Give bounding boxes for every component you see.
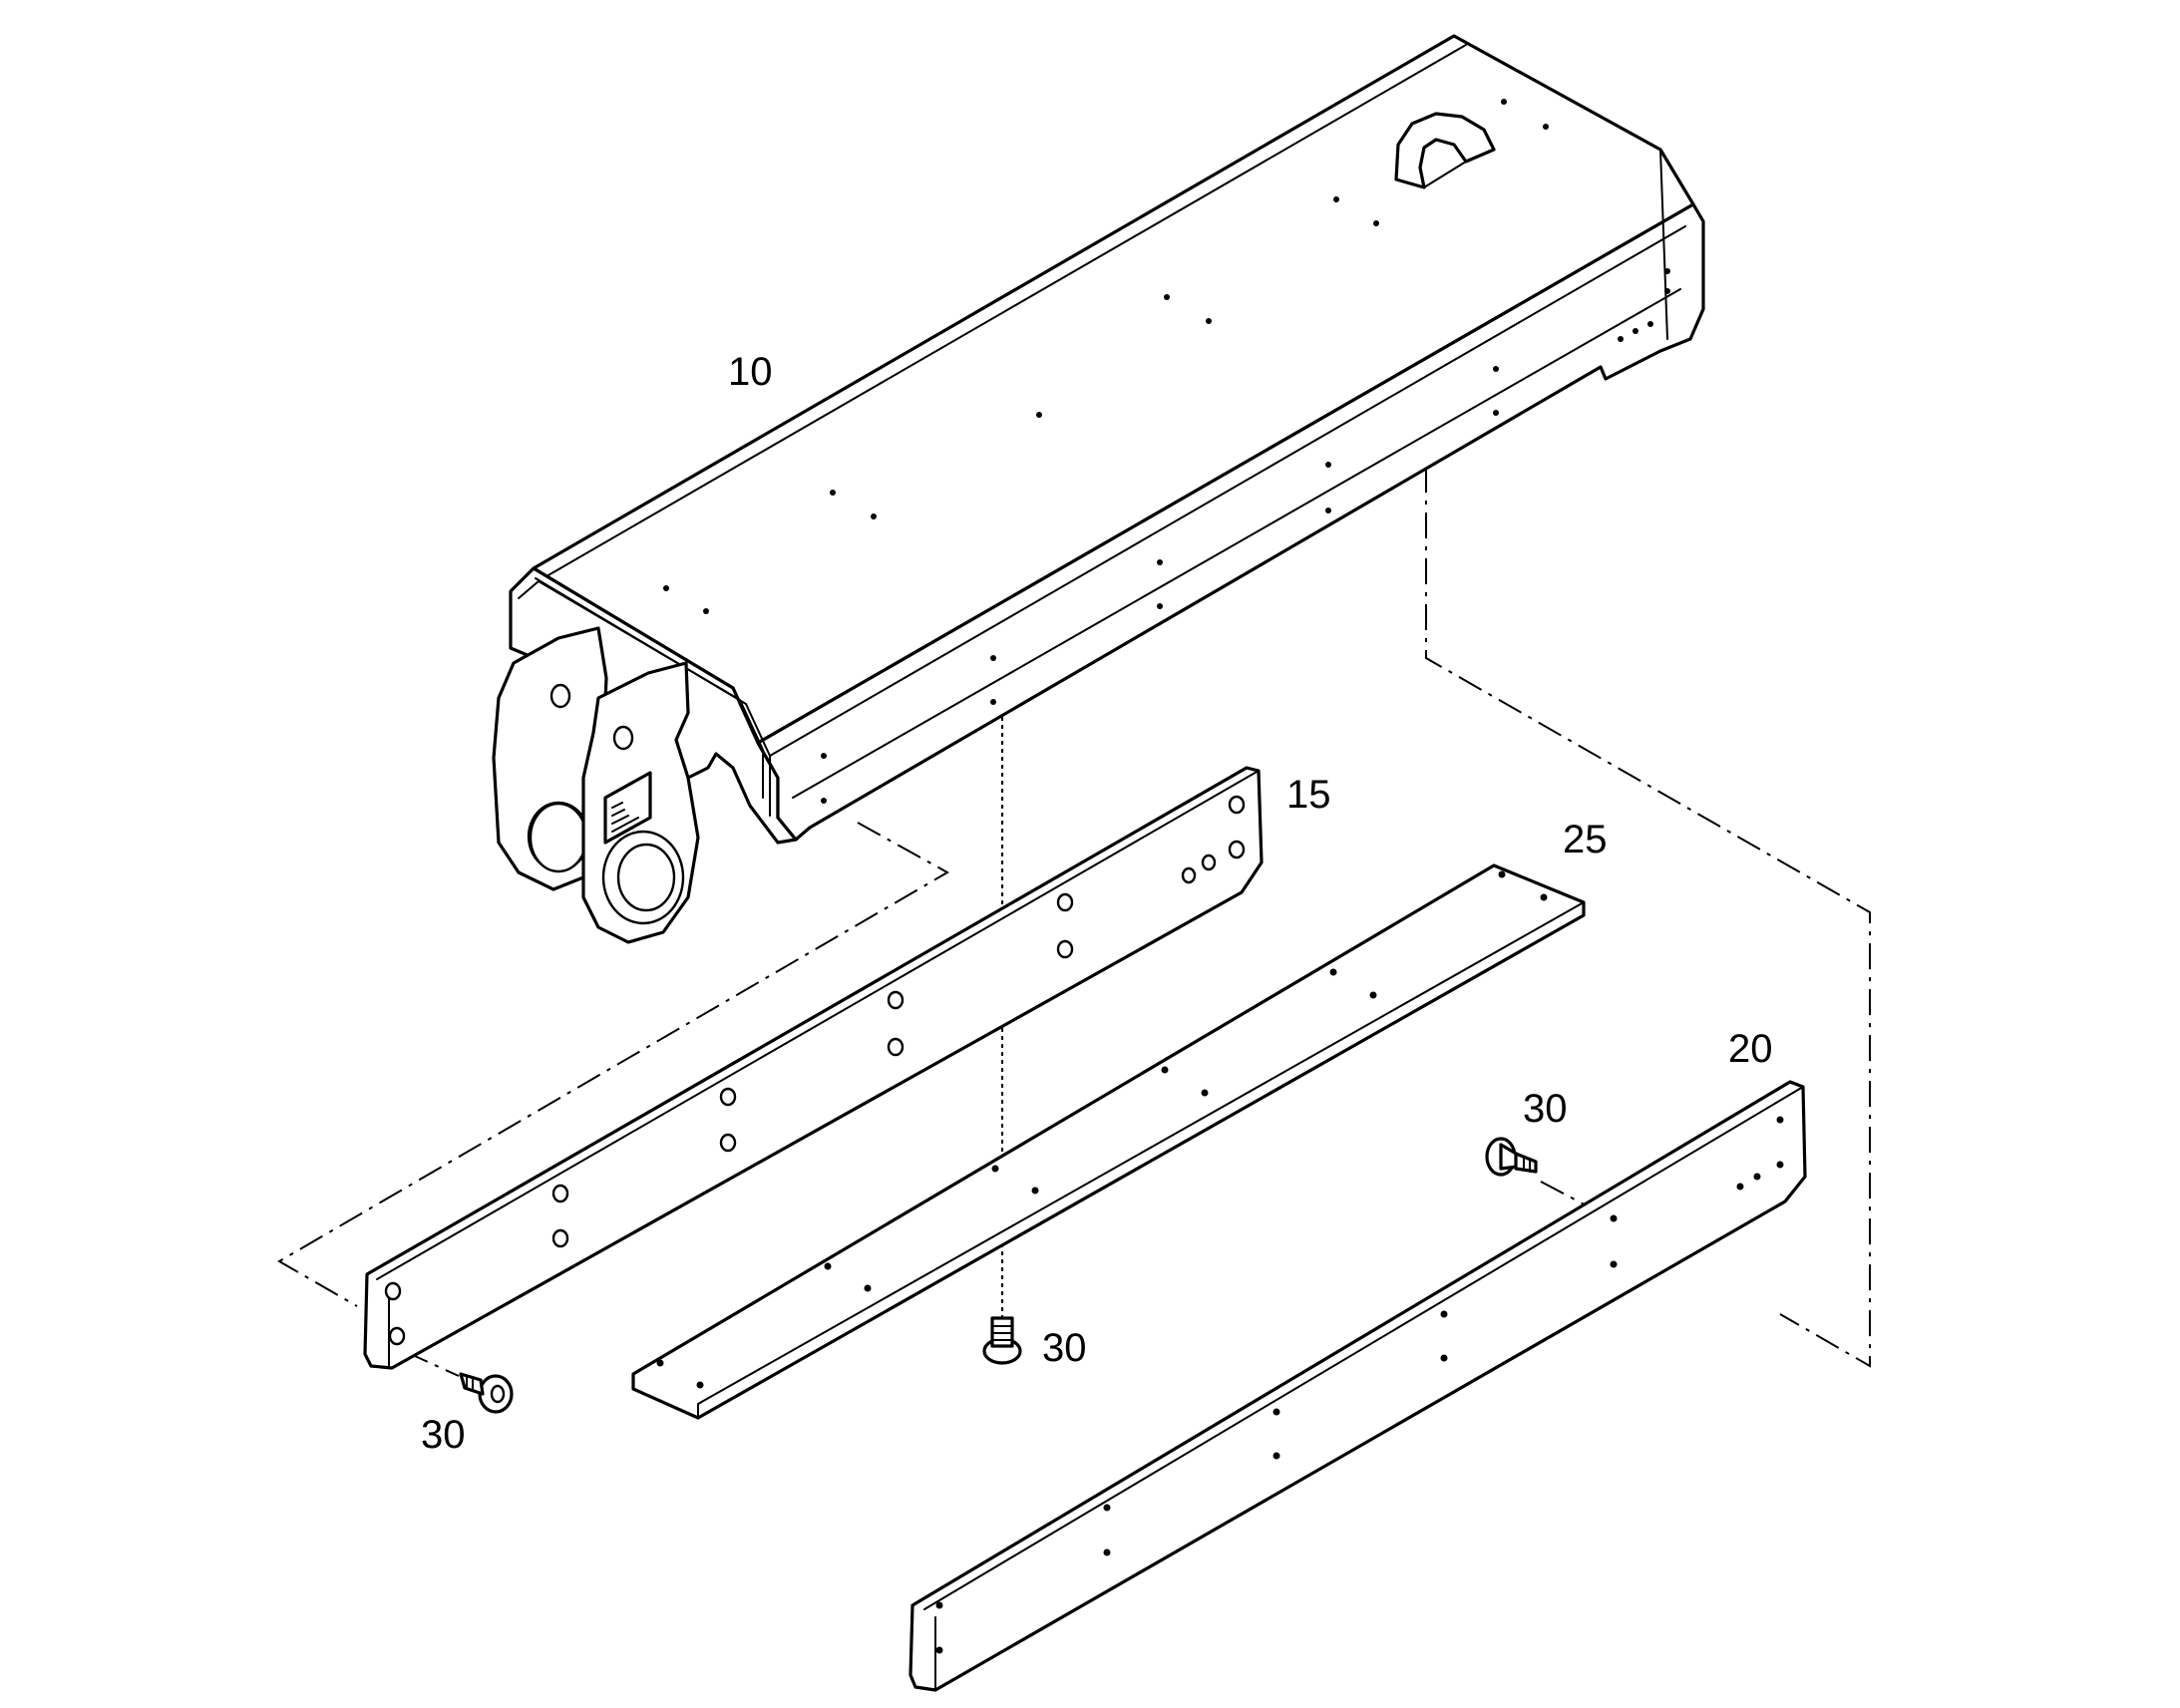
middle-strip bbox=[631, 863, 1586, 1420]
label-right-strip: 20 bbox=[1728, 1027, 1773, 1071]
label-screw-middle: 30 bbox=[1042, 1326, 1087, 1370]
label-main-beam: 10 bbox=[728, 350, 773, 394]
right-strip bbox=[908, 1080, 1807, 1692]
label-screw-right: 30 bbox=[1523, 1087, 1568, 1131]
screw-middle bbox=[982, 1316, 1022, 1365]
label-left-strip: 15 bbox=[1286, 773, 1331, 817]
beam-holes bbox=[663, 99, 1670, 804]
main-beam bbox=[492, 34, 1705, 944]
label-middle-strip: 25 bbox=[1563, 818, 1608, 861]
screw-right bbox=[1485, 1137, 1538, 1177]
label-screw-left: 30 bbox=[421, 1413, 466, 1457]
screw-left bbox=[459, 1372, 514, 1414]
left-strip bbox=[363, 766, 1264, 1370]
